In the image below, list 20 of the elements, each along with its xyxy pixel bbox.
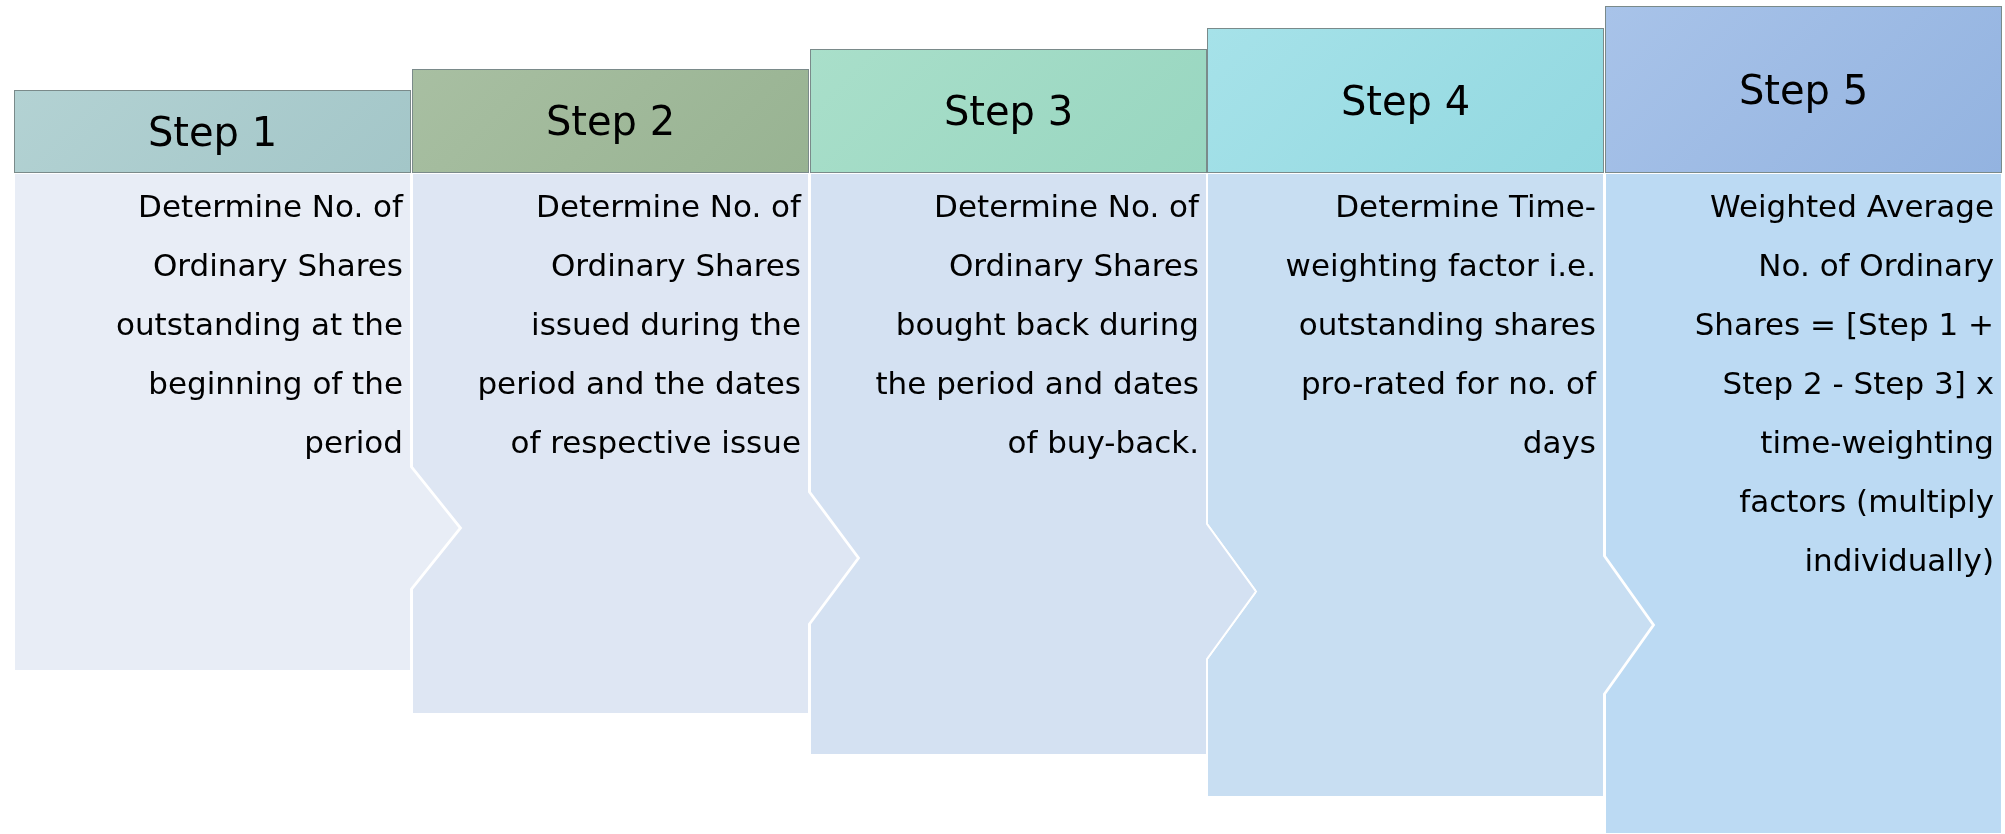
step-title: Step 4: [1340, 76, 1471, 126]
step-header: [1605, 6, 2002, 173]
step-panel: [810, 173, 1256, 755]
step-title: Step 1: [147, 107, 278, 157]
step-description: Determine Time-weighting factor i.e. outstanding shares pro-rated for no. of days: [1284, 187, 1596, 462]
step-description: Determine No. of Ordinary Shares issued during the period and the dates of respective issue: [476, 187, 801, 462]
step-title: Step 3: [943, 87, 1074, 136]
step-description: Weighted Average No. of Ordinary Shares = [Step 1 + Step 2 - Step 3] x time-weighting factors (multiply individually): [1693, 187, 1994, 580]
step-header: [14, 90, 411, 173]
step-title: Step 5: [1738, 65, 1869, 115]
step-description: Determine No. of Ordinary Shares bought back during the period and dates of buy-back.: [874, 187, 1199, 462]
step-panel: [1605, 173, 2002, 834]
step-header: [1207, 28, 1604, 173]
step-panel: [1207, 173, 1653, 797]
step-panel: [14, 173, 460, 671]
step-header: [810, 49, 1207, 173]
step-title: Step 2: [545, 97, 676, 146]
step-description: Determine No. of Ordinary Shares outstanding at the beginning of the period: [114, 187, 403, 462]
step-panel: [412, 173, 858, 714]
step-header: [412, 69, 809, 173]
